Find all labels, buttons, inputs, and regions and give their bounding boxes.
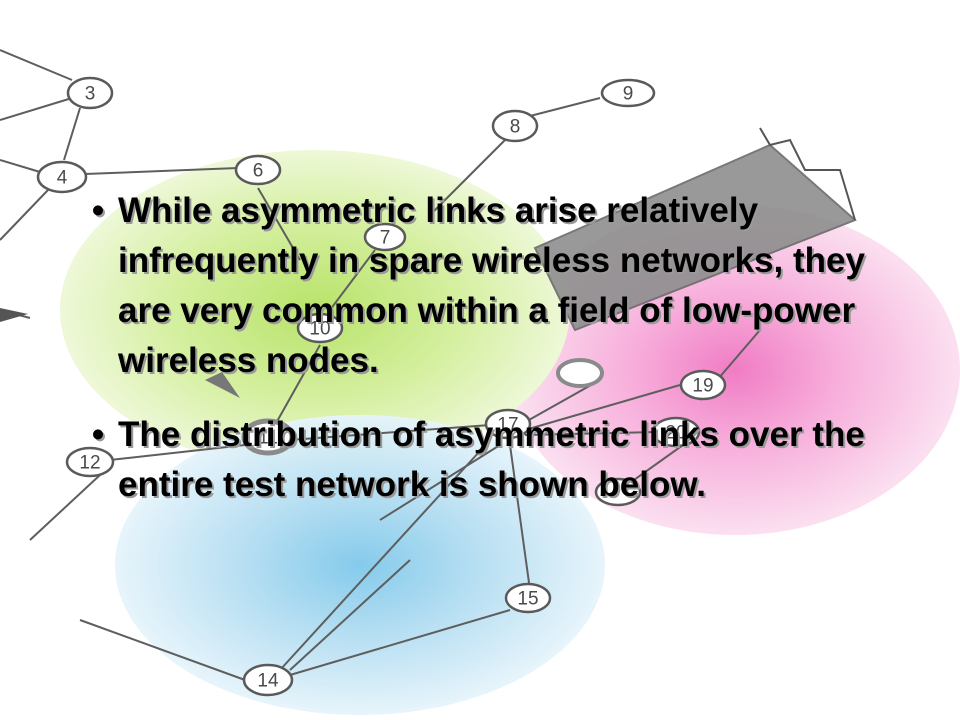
bullet-item: • The distribution of asymmetric links o…: [78, 410, 898, 510]
node-label-3: 3: [85, 84, 96, 105]
node-label-10: 10: [309, 319, 330, 340]
bullet-marker: •: [91, 191, 105, 230]
node-label-11: 11: [258, 428, 278, 449]
node-label-8: 8: [510, 117, 521, 138]
node-11: [241, 418, 295, 456]
obstacle-outline: [759, 127, 856, 221]
node-17: [484, 408, 532, 440]
node-8: [491, 109, 539, 143]
node-label-4: 4: [57, 168, 68, 189]
network-nodes: [36, 76, 727, 697]
node-unlabeled: [556, 358, 604, 388]
arrow-icon-small: [205, 372, 240, 398]
node-4: [36, 160, 88, 194]
node-14: [242, 663, 294, 697]
node-label-9: 9: [623, 84, 634, 105]
coverage-zone-green: [60, 150, 570, 470]
node-7: [363, 222, 407, 252]
node-label-20: 20: [665, 423, 686, 444]
bullet-marker: •: [91, 415, 105, 454]
node-label-7: 7: [380, 228, 391, 249]
bullet-text: While asymmetric links arise relatively …: [118, 191, 865, 380]
node-label-6: 6: [253, 161, 264, 182]
bullet-text: The distribution of asymmetric links ove…: [118, 415, 865, 504]
bullet-list: • While asymmetric links arise relativel…: [78, 186, 898, 534]
coverage-zone-blue: [115, 415, 605, 715]
bullet-item: • While asymmetric links arise relativel…: [78, 186, 898, 386]
node-20: [651, 416, 701, 448]
node-label-15: 15: [517, 589, 538, 610]
node-labels: 3 4 6 7 8 9 10 11 12 14 15 17 19 20: [57, 84, 714, 692]
node-6: [234, 154, 282, 186]
node-label-14: 14: [257, 671, 279, 692]
node-label-17: 17: [497, 415, 518, 436]
node-15: [504, 582, 552, 614]
node-3: [66, 76, 114, 110]
node-label-19: 19: [692, 376, 713, 397]
node-10: [296, 312, 344, 344]
arrow-icon: [0, 308, 28, 322]
node-9: [600, 78, 656, 108]
node-12: [65, 446, 115, 478]
network-links: [0, 49, 761, 681]
node-unlabeled-bottom: [594, 477, 642, 507]
node-19: [679, 369, 727, 401]
node-label-12: 12: [79, 453, 100, 474]
